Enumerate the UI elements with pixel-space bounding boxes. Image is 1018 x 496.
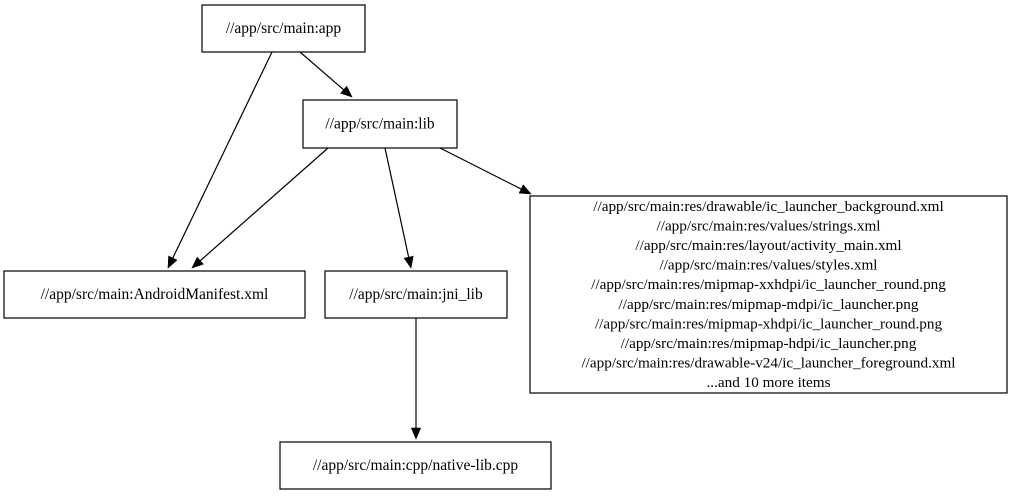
node-label-line: //app/src/main:res/mipmap-hdpi/ic_launch…	[621, 335, 917, 352]
node-label-lib: //app/src/main:lib	[325, 116, 435, 133]
node-label-manifest: //app/src/main:AndroidManifest.xml	[41, 286, 269, 303]
node-box[interactable]	[302, 99, 458, 149]
node-label-line: //app/src/main:res/mipmap-mdpi/ic_launch…	[619, 296, 919, 313]
node-label-app: //app/src/main:app	[226, 20, 342, 37]
edge-lib-to-res	[439, 147, 532, 195]
edge-line	[384, 147, 410, 260]
edge-line	[299, 51, 346, 92]
node-label-native_lib: //app/src/main:cpp/native-lib.cpp	[313, 457, 519, 474]
edge-arrowhead	[518, 184, 532, 195]
edges-layer	[167, 51, 532, 440]
nodes-layer: //app/src/main:app //app/src/main:lib //ap…	[3, 4, 552, 490]
edge-line	[171, 51, 273, 261]
edge-arrowhead	[340, 85, 353, 98]
node-label-jni_lib: //app/src/main:jni_lib	[349, 286, 483, 303]
graph-node-app[interactable]: //app/src/main:app	[201, 4, 366, 53]
node-label-line: ...and 10 more items	[706, 374, 830, 391]
node-label-line: //app/src/main:res/drawable-v24/ic_launc…	[581, 355, 955, 372]
node-label-line: //app/src/main:res/values/styles.xml	[659, 257, 877, 274]
edge-jni-to-native	[410, 318, 422, 440]
node-box[interactable]	[529, 195, 1008, 394]
graph-node-native_lib[interactable]: //app/src/main:cpp/native-lib.cpp	[279, 441, 552, 490]
node-label-line: //app/src/main:res/drawable/ic_launcher_…	[593, 198, 943, 215]
node-box[interactable]	[201, 4, 366, 53]
edge-arrowhead	[191, 256, 204, 269]
edge-app-to-manifest	[167, 51, 273, 269]
node-box[interactable]	[279, 441, 552, 490]
graph-node-manifest[interactable]: //app/src/main:AndroidManifest.xml	[3, 270, 306, 319]
node-label-line: //app/src/main:res/layout/activity_main.…	[635, 237, 901, 254]
edge-app-to-lib	[299, 51, 353, 98]
node-box[interactable]	[324, 270, 508, 319]
node-box[interactable]	[3, 270, 306, 319]
edge-arrowhead	[410, 427, 422, 440]
graph-node-res_group[interactable]: //app/src/main:res/drawable/ic_launcher_…	[529, 195, 1008, 394]
node-label-line: //app/src/main:res/mipmap-xhdpi/ic_launc…	[595, 315, 943, 332]
edge-arrowhead	[403, 255, 414, 269]
edge-arrowhead	[167, 255, 178, 269]
edge-lib-to-jni	[384, 147, 414, 269]
multiline-node-layer: //app/src/main:res/drawable/ic_launcher_…	[529, 195, 1008, 394]
graph-node-lib[interactable]: //app/src/main:lib	[302, 99, 458, 149]
graph-node-jni_lib[interactable]: //app/src/main:jni_lib	[324, 270, 508, 319]
node-label-line: //app/src/main:res/values/strings.xml	[657, 217, 881, 234]
edge-line	[197, 147, 329, 263]
edge-line	[439, 147, 524, 191]
edge-lib-to-manifest	[191, 147, 329, 269]
node-label-line: //app/src/main:res/mipmap-xxhdpi/ic_laun…	[591, 276, 946, 293]
